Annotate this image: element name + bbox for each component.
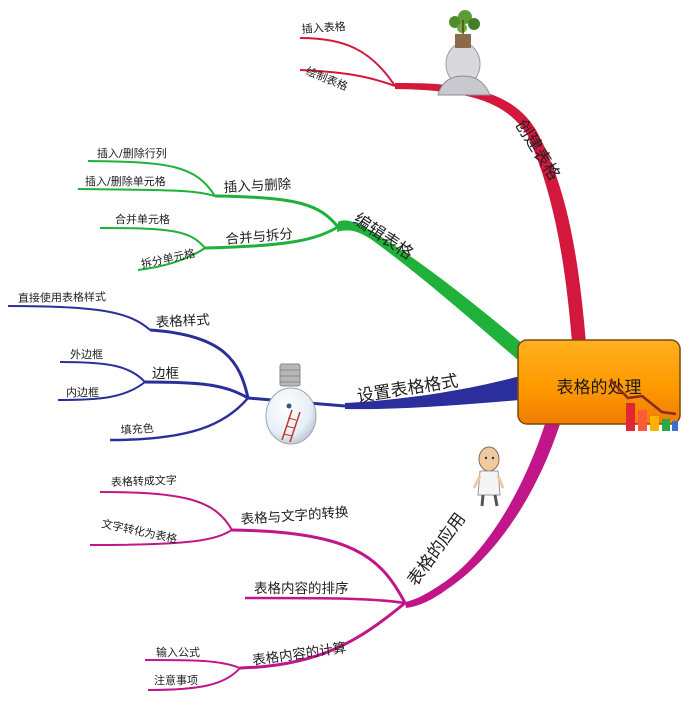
branch-format-trunk (345, 376, 520, 410)
branch-apply-trunk (405, 424, 560, 608)
cartoon-man-icon (472, 446, 505, 507)
edit-g1-item-1: 拆分单元格 (140, 246, 197, 271)
edge-apply-g0-item-1 (89, 529, 233, 546)
edge-create-item-1 (299, 69, 396, 87)
edge-format-group-1 (144, 380, 249, 400)
edge-format-g1-item-0 (59, 361, 146, 383)
root-node-box (517, 339, 681, 425)
edge-apply-g2-item-1 (147, 667, 241, 691)
edge-apply-g0-item-0 (99, 491, 233, 531)
create-item-0: 插入表格 (301, 19, 346, 36)
format-g1-item-1: 内边框 (66, 385, 99, 399)
edge-apply-group-0 (231, 528, 407, 604)
edge-apply-group-2 (239, 601, 406, 670)
edge-edit-group-0 (214, 194, 340, 228)
edge-edit-g0-item-1 (77, 188, 216, 197)
edge-apply-group-1 (244, 596, 406, 605)
branch-create-trunk (395, 82, 586, 343)
plant-head-icon (437, 10, 491, 96)
edge-edit-g1-item-0 (99, 227, 206, 249)
edit-g0-item-1: 插入/删除单元格 (85, 174, 166, 188)
branch-edit-label: 编辑表格 (349, 210, 417, 265)
apply-g2-item-0: 输入公式 (156, 645, 200, 659)
edge-edit-g0-item-0 (87, 160, 216, 197)
branch-format: 设置表格格式 表格样式 直接使用表格样式 边框 外边框 内边框 填充色 (7, 289, 520, 442)
apply-g0-item-1: 文字转化为表格 (100, 516, 178, 546)
edge-edit-g1-item-1 (137, 247, 206, 271)
create-item-1: 绘制表格 (304, 64, 350, 93)
bar-chart-icon (609, 379, 678, 431)
root-node-label: 表格的处理 (557, 378, 642, 398)
edge-edit-group-1 (204, 225, 339, 250)
edge-create-item-0 (299, 37, 396, 87)
edge-format-g0-item-0 (7, 305, 151, 331)
apply-group-2-label: 表格内容的计算 (251, 639, 347, 669)
edit-group-0-label: 插入与删除 (223, 176, 292, 196)
apply-group-0-label: 表格与文字的转换 (240, 504, 349, 528)
format-g1-item-0: 外边框 (70, 348, 103, 361)
edit-g1-item-0: 合并单元格 (115, 212, 170, 226)
apply-group-1-label: 表格内容的排序 (254, 580, 349, 597)
lightbulb-ladder-icon (265, 363, 317, 445)
format-g0-item-0: 直接使用表格样式 (18, 289, 106, 305)
edge-format-group-0 (149, 328, 250, 399)
root-node: 表格的处理 (517, 339, 681, 425)
edit-g0-item-0: 插入/删除行列 (97, 146, 167, 160)
format-group-0-label: 表格样式 (155, 312, 210, 331)
format-group-2-label: 填充色 (120, 421, 154, 437)
edit-group-1-label: 合并与拆分 (225, 226, 294, 248)
edge-format-group-2 (109, 397, 249, 442)
edge-format-g1-item-1 (57, 381, 146, 401)
branch-edit-trunk (337, 220, 524, 360)
format-group-1-label: 边框 (152, 366, 179, 382)
apply-g0-item-0: 表格转成文字 (111, 473, 177, 489)
branch-edit: 编辑表格 插入与删除 插入/删除行列 插入/删除单元格 合并与拆分 合并单元格 … (77, 146, 524, 360)
edge-apply-g2-item-0 (144, 659, 241, 669)
apply-g2-item-1: 注意事项 (154, 673, 198, 687)
branch-create-label: 创建表格 (511, 116, 564, 184)
